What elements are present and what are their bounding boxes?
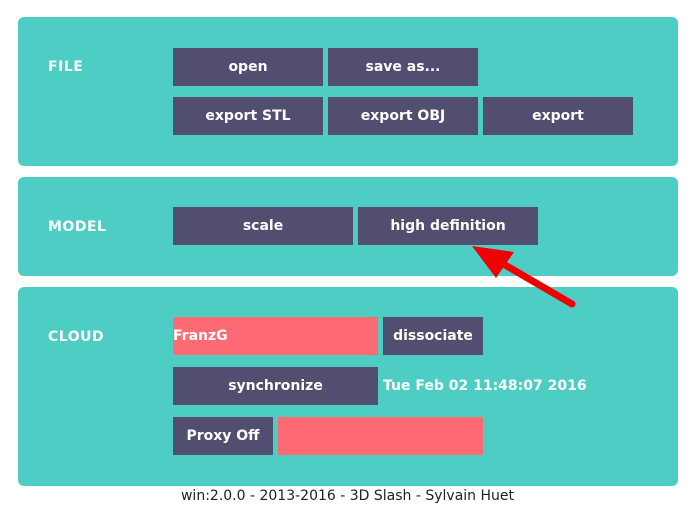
version-footer: win:2.0.0 - 2013-2016 - 3D Slash - Sylva… [180, 488, 515, 504]
scale-button[interactable]: scale [173, 207, 353, 245]
red-arrow-icon [472, 246, 576, 308]
proxy-toggle-button[interactable]: Proxy Off [173, 417, 273, 455]
dissociate-button[interactable]: dissociate [383, 317, 483, 355]
file-section-label: FILE [48, 59, 84, 75]
save-as-button[interactable]: save as... [328, 48, 478, 86]
cloud-panel: CLOUD dissociate synchronize Tue Feb 02 … [18, 287, 678, 486]
open-button[interactable]: open [173, 48, 323, 86]
username-field[interactable] [173, 317, 378, 355]
export-button[interactable]: export [483, 97, 633, 135]
proxy-field[interactable] [278, 417, 483, 455]
synchronize-button[interactable]: synchronize [173, 367, 378, 405]
cloud-section-label: CLOUD [48, 329, 105, 345]
model-panel: MODEL scale high definition [18, 177, 678, 276]
high-definition-button[interactable]: high definition [358, 207, 538, 245]
export-obj-button[interactable]: export OBJ [328, 97, 478, 135]
export-stl-button[interactable]: export STL [173, 97, 323, 135]
model-section-label: MODEL [48, 219, 107, 235]
last-sync-timestamp: Tue Feb 02 11:48:07 2016 [383, 378, 587, 394]
file-panel: FILE open save as... export STL export O… [18, 17, 678, 166]
